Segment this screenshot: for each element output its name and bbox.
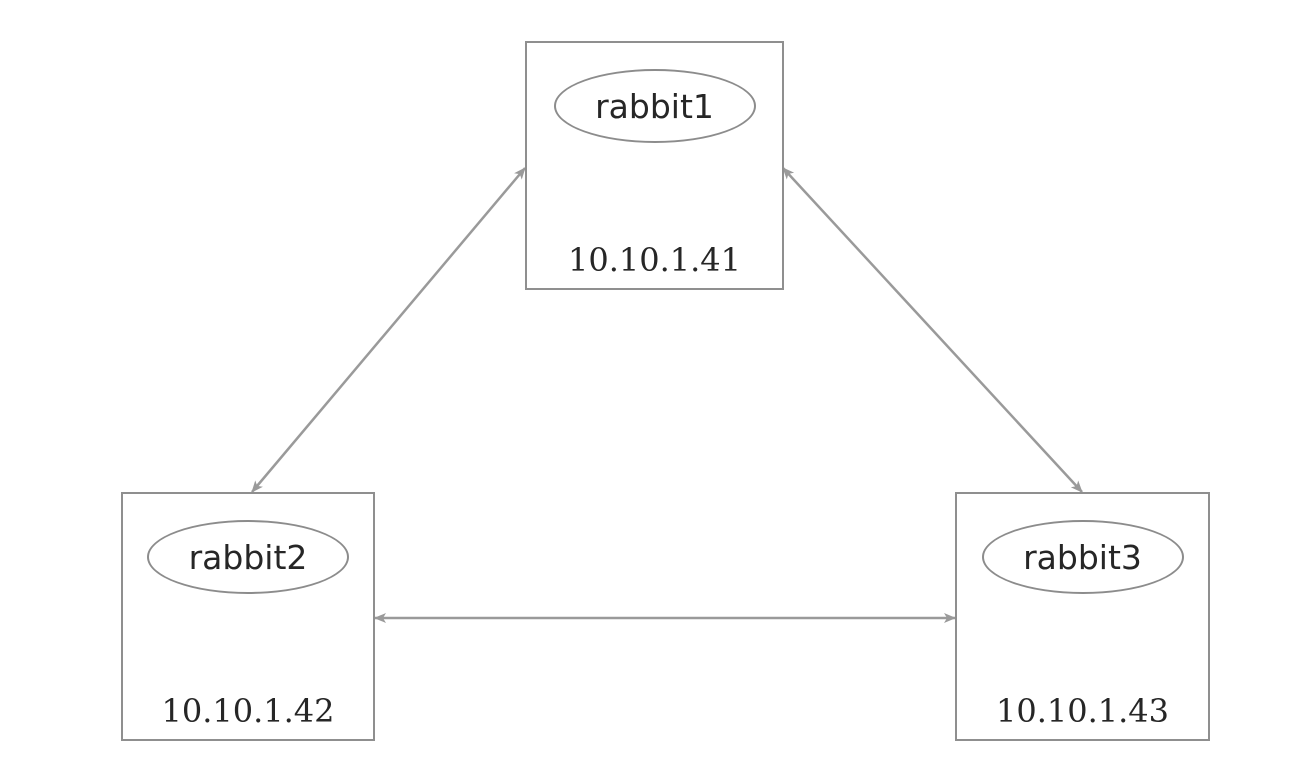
node-rabbit1-ip: 10.10.1.41	[567, 241, 742, 279]
node-rabbit1-ellipse: rabbit1	[553, 69, 756, 143]
edge-rabbit2-rabbit1	[251, 167, 526, 493]
edge-rabbit3-rabbit1	[782, 167, 1083, 493]
node-rabbit2-ip: 10.10.1.42	[161, 692, 335, 730]
node-rabbit2: rabbit2 10.10.1.42	[121, 492, 375, 741]
node-rabbit3-ip: 10.10.1.43	[995, 692, 1170, 730]
node-rabbit3-ellipse: rabbit3	[981, 520, 1184, 594]
node-rabbit3: rabbit3 10.10.1.43	[955, 492, 1210, 741]
node-rabbit2-ellipse: rabbit2	[147, 520, 349, 594]
node-rabbit2-label: rabbit2	[188, 537, 308, 577]
node-rabbit1: rabbit1 10.10.1.41	[525, 41, 784, 290]
node-rabbit1-label: rabbit1	[595, 86, 714, 126]
node-rabbit3-label: rabbit3	[1023, 537, 1142, 577]
